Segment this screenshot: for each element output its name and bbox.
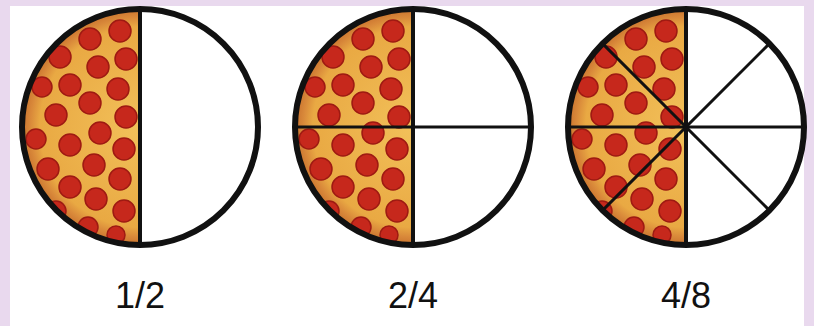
fraction-label: 1/2 (115, 276, 165, 316)
fraction-label: 2/4 (388, 276, 438, 316)
fraction-label: 4/8 (661, 276, 711, 316)
